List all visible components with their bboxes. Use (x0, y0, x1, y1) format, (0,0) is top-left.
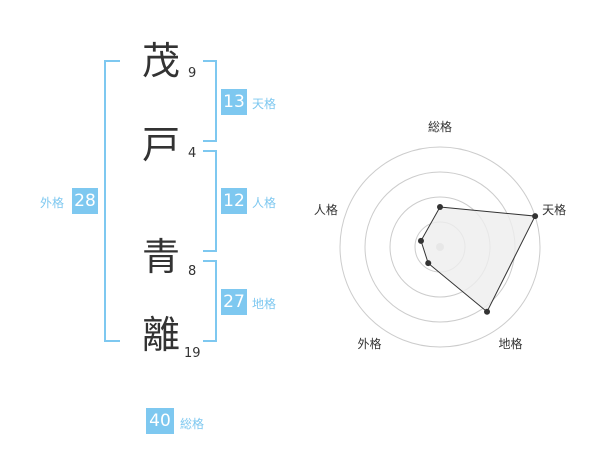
name-char-2: 戸 (142, 123, 181, 167)
radar-data-point (417, 237, 424, 244)
stroke-count-3: 8 (188, 264, 197, 279)
name-char-1: 茂 (142, 39, 181, 83)
stroke-count-4: 19 (184, 346, 201, 361)
radar-grid-ring (339, 146, 541, 348)
stroke-count-2: 4 (188, 146, 197, 161)
radar-axis-label: 人格 (314, 202, 338, 217)
radar-axis-label: 地格 (499, 336, 523, 351)
gaikaku-label: 外格 (40, 196, 65, 210)
chikaku-label: 地格 (252, 297, 277, 311)
radar-data-polygon (420, 206, 536, 313)
soukaku-value-badge: 40 (146, 408, 174, 434)
jinkaku-bracket (203, 150, 217, 252)
name-char-3: 青 (142, 235, 181, 279)
gaikaku-bracket (104, 60, 120, 342)
chikaku-value-badge: 27 (221, 289, 247, 315)
gaikaku-value-badge: 28 (72, 188, 98, 214)
tenkaku-label: 天格 (252, 97, 277, 111)
radar-data-point (484, 308, 491, 315)
tenkaku-bracket (203, 60, 217, 142)
radar-axis-label: 天格 (542, 202, 566, 217)
chikaku-bracket (203, 260, 217, 342)
stroke-count-1: 9 (188, 66, 197, 81)
soukaku-label: 総格 (180, 417, 205, 431)
radar-axis-label: 総格 (428, 119, 452, 134)
radar-axis-label: 外格 (357, 336, 381, 351)
jinkaku-value-badge: 12 (221, 188, 247, 214)
tenkaku-value-badge: 13 (221, 89, 247, 115)
radar-data-point (425, 260, 432, 267)
name-char-4: 離 (142, 313, 181, 357)
radar-data-point (532, 213, 539, 220)
radar-data-point (437, 204, 443, 210)
jinkaku-label: 人格 (252, 196, 277, 210)
